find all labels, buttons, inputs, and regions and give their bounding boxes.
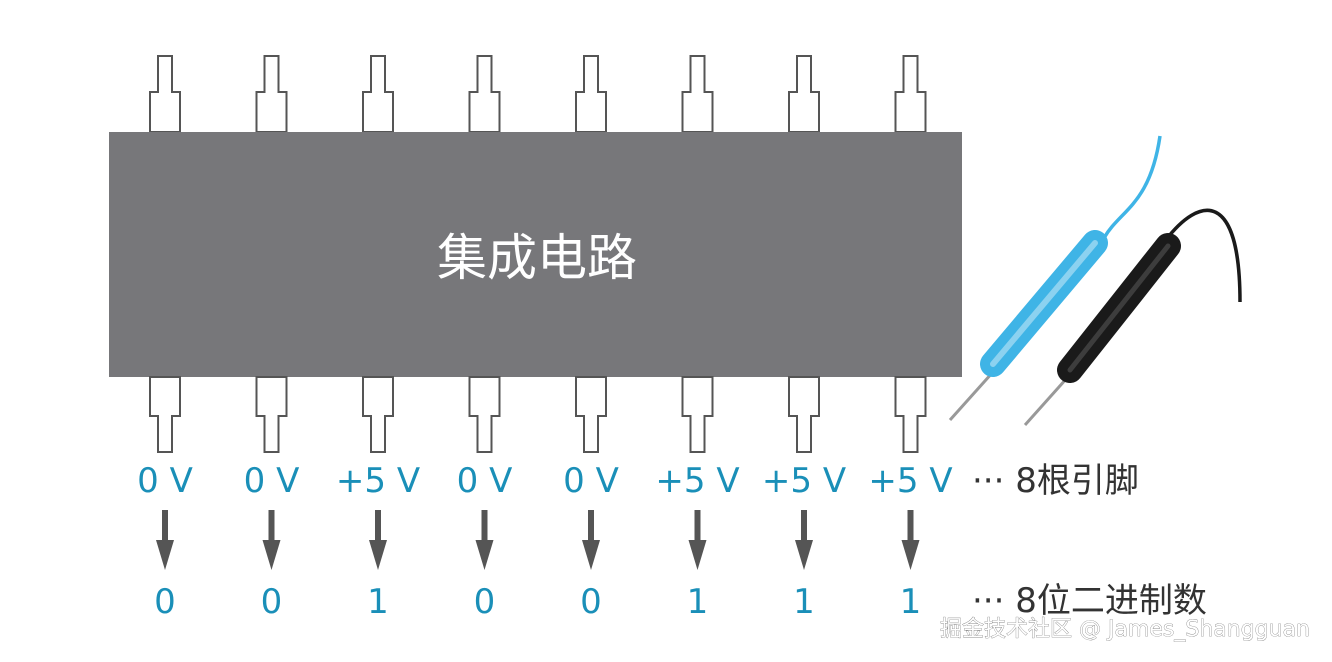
arrow-head (688, 540, 707, 570)
watermark: 掘金技术社区 @ James_Shangguan (940, 617, 1310, 642)
arrow-head (582, 540, 600, 570)
top-pin (149, 55, 181, 133)
bottom-pin (575, 376, 607, 453)
chip-body (109, 132, 962, 377)
bottom-pins (149, 376, 927, 453)
arrow-head (156, 540, 174, 570)
voltage-label: +5 V (336, 461, 420, 501)
blue-probe-tip (948, 370, 995, 422)
bottom-pin (788, 376, 820, 453)
top-pin (894, 55, 927, 133)
bottom-pin (362, 376, 394, 453)
bit-label: 1 (367, 582, 389, 622)
top-pin (362, 55, 394, 133)
voltage-label: 0 V (137, 461, 193, 501)
arrow-head (901, 540, 920, 570)
bottom-pin (894, 376, 927, 453)
voltage-label: 0 V (244, 461, 300, 501)
bit-label: 0 (474, 582, 496, 622)
black-probe (1023, 208, 1242, 426)
chip-label: 集成电路 (437, 229, 637, 287)
top-pin (788, 55, 820, 133)
arrow-head (795, 540, 813, 570)
bit-label: 0 (261, 582, 283, 622)
arrows (156, 510, 920, 570)
voltage-label: 0 V (563, 461, 619, 501)
arrow-head (475, 540, 494, 570)
probes (948, 135, 1242, 426)
bottom-pin (149, 376, 181, 453)
bottom-pin (255, 376, 288, 453)
black-probe-tip (1023, 377, 1069, 426)
top-pin (255, 55, 288, 133)
blue-probe-wire (1102, 135, 1162, 239)
black-probe-wire (1163, 208, 1242, 303)
top-pin (468, 55, 501, 133)
top-pin (575, 55, 607, 133)
top-pins (149, 55, 927, 133)
bit-label: 1 (687, 582, 709, 622)
voltage-label: 0 V (457, 461, 513, 501)
arrow-head (262, 540, 281, 570)
arrow-head (369, 540, 387, 570)
voltage-labels: 0 V 0 V +5 V 0 V 0 V +5 V +5 V +5 V (137, 461, 952, 501)
bit-label: 0 (580, 582, 602, 622)
voltage-label: +5 V (655, 461, 739, 501)
bit-label: 1 (793, 582, 815, 622)
bit-labels: 0 0 1 0 0 1 1 1 (154, 582, 921, 622)
voltage-label: +5 V (868, 461, 952, 501)
pins-note: ··· 8根引脚 (972, 461, 1139, 501)
bit-label: 1 (900, 582, 922, 622)
bits-note: ··· 8位二进制数 (972, 581, 1207, 621)
bottom-pin (468, 376, 501, 453)
bit-label: 0 (154, 582, 176, 622)
voltage-label: +5 V (762, 461, 846, 501)
top-pin (681, 55, 714, 133)
bottom-pin (681, 376, 714, 453)
blue-probe (948, 135, 1162, 422)
